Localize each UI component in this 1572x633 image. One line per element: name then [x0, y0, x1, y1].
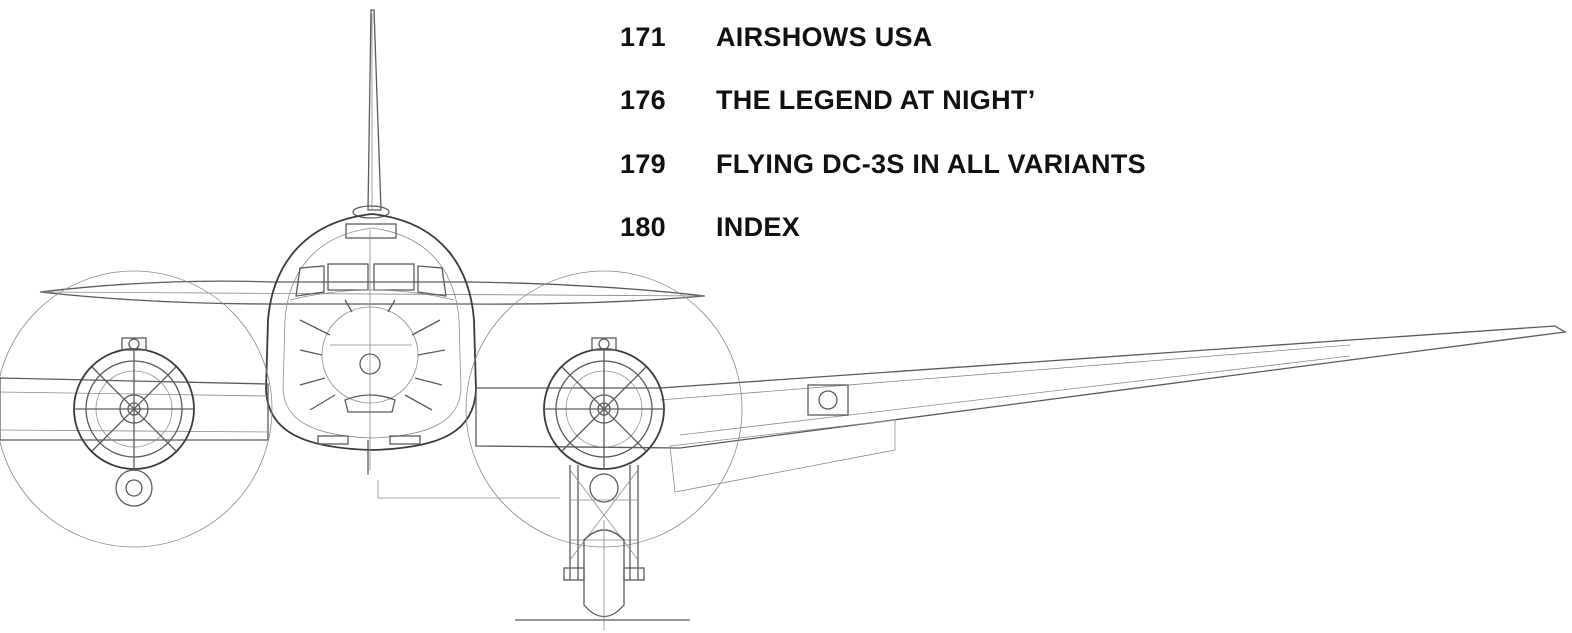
left-oil-cooler	[115, 469, 153, 507]
fuselage-outline	[265, 213, 477, 451]
cockpit-windows	[295, 265, 325, 297]
toc-chapter-title: INDEX	[716, 212, 801, 242]
toc-page-number: 179	[620, 149, 666, 179]
toc-chapter-title: THE LEGEND AT NIGHT’	[716, 85, 1036, 115]
wing-inspection-panel	[807, 384, 849, 416]
toc-page-number: 171	[620, 22, 666, 52]
tail-fin-root	[352, 205, 390, 219]
right-wing	[475, 325, 1567, 449]
left-propeller-disc	[0, 270, 273, 548]
toc-chapter-title: FLYING DC-3S IN ALL VARIANTS	[716, 149, 1146, 179]
toc-chapter-title: AIRSHOWS USA	[716, 22, 933, 52]
main-landing-gear	[563, 465, 645, 581]
toc-page-number: 176	[620, 85, 666, 115]
left-wing	[0, 377, 269, 441]
tail-fin	[367, 9, 382, 211]
main-wheel	[583, 529, 625, 618]
toc-page-number: 180	[620, 212, 666, 242]
